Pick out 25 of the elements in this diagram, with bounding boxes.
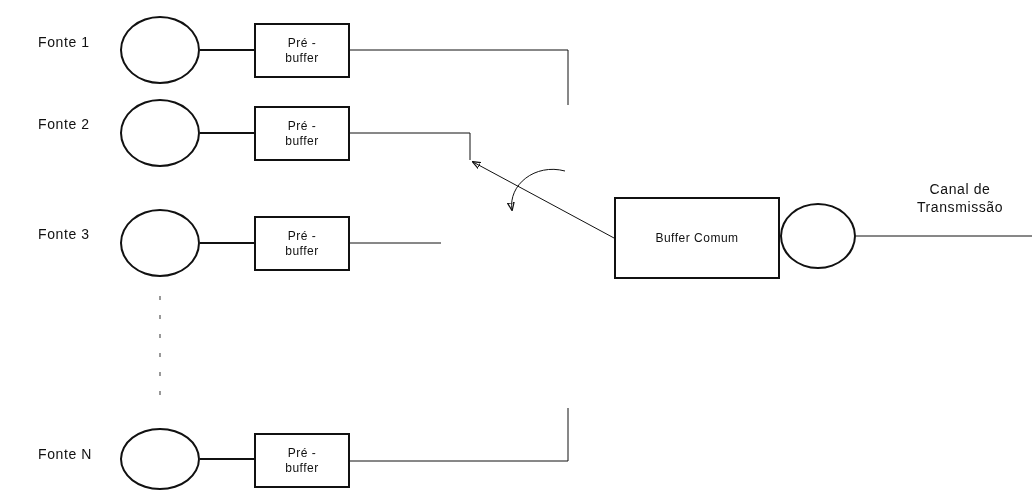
- connector-line: [349, 49, 569, 106]
- node-label: Pré - buffer: [284, 35, 320, 66]
- process-box: [254, 216, 350, 271]
- connector-line: [199, 132, 255, 134]
- connector-line: [855, 235, 1032, 237]
- source-label: Fonte 3: [38, 226, 90, 242]
- connector-line: [199, 49, 255, 51]
- node-label: Buffer Comum: [654, 230, 740, 246]
- source-label: Fonte N: [38, 446, 92, 462]
- connector-line: [199, 242, 255, 244]
- source-label: Fonte 1: [38, 34, 90, 50]
- source-label: Fonte 2: [38, 116, 90, 132]
- process-box: [254, 23, 350, 78]
- arrow: [471, 161, 615, 239]
- node-label: Pré - buffer: [284, 118, 320, 149]
- connector-line: [199, 458, 255, 460]
- node-label: Pré - buffer: [284, 445, 320, 476]
- buffer-box: [614, 197, 780, 279]
- channel-label: Canal de Transmissão: [915, 181, 1005, 216]
- process-box: [254, 433, 350, 488]
- process-box: [254, 106, 350, 161]
- connector-line: [349, 132, 471, 161]
- node-label: Pré - buffer: [284, 228, 320, 259]
- connector-line: [349, 242, 442, 244]
- connector-line: [349, 407, 569, 462]
